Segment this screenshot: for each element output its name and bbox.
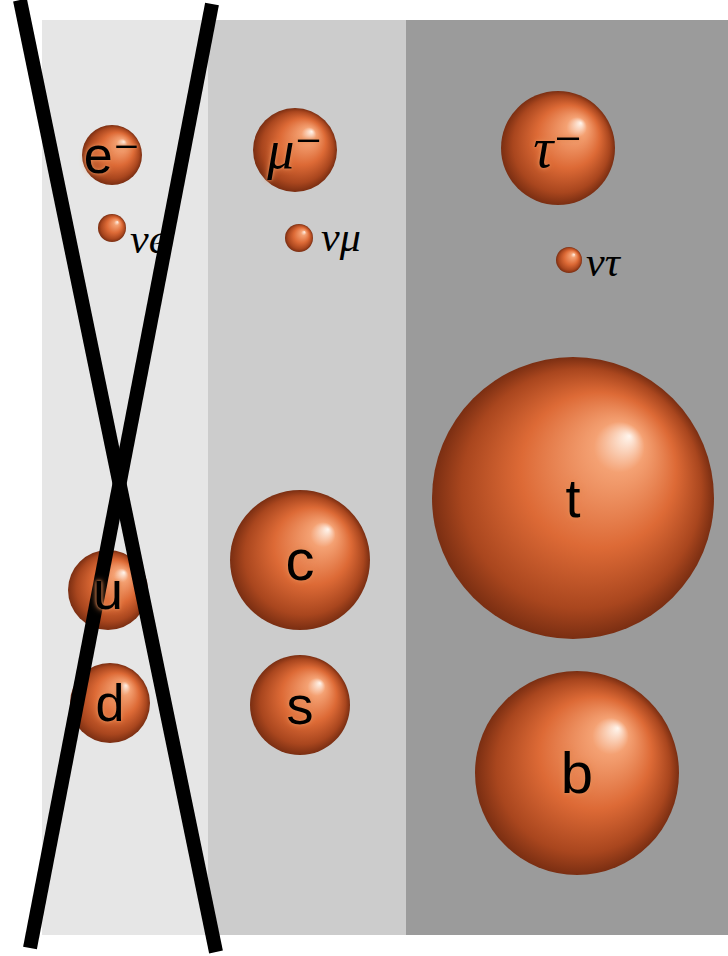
particle-ball: τ⁻ bbox=[501, 91, 615, 205]
particle-ball: s bbox=[250, 655, 350, 755]
generation-band bbox=[208, 20, 406, 935]
generation-band bbox=[42, 20, 208, 935]
ball-surface bbox=[501, 91, 615, 205]
particle-symbol: c bbox=[230, 490, 370, 630]
particle-ball: u bbox=[68, 550, 148, 630]
ball-surface bbox=[98, 214, 126, 242]
particle-symbol: μ⁻ bbox=[253, 108, 337, 192]
particle-ball: μ⁻ bbox=[253, 108, 337, 192]
particle-symbol: t bbox=[432, 357, 714, 639]
ball-surface bbox=[285, 224, 313, 252]
particle-symbol: d bbox=[70, 663, 150, 743]
particle-symbol: u bbox=[68, 550, 148, 630]
ball-surface bbox=[432, 357, 714, 639]
particle-ball: νe bbox=[98, 214, 170, 242]
neutrino-symbol: νμ bbox=[321, 214, 361, 260]
particle-ball: t bbox=[432, 357, 714, 639]
particle-symbol: τ⁻ bbox=[501, 91, 615, 205]
particle-ball: e⁻ bbox=[82, 125, 142, 185]
particle-symbol: e⁻ bbox=[82, 125, 142, 185]
particle-ball: c bbox=[230, 490, 370, 630]
ball-shape bbox=[556, 247, 582, 273]
particle-symbol: s bbox=[250, 655, 350, 755]
neutrino-symbol: νe bbox=[130, 216, 167, 262]
ball-surface bbox=[82, 125, 142, 185]
cross-line bbox=[30, 4, 212, 948]
cross-line bbox=[20, 0, 216, 952]
ball-surface bbox=[68, 550, 148, 630]
ball-surface bbox=[253, 108, 337, 192]
ball-shape bbox=[98, 214, 126, 242]
particle-ball: ντ bbox=[556, 247, 622, 273]
ball-surface bbox=[556, 247, 582, 273]
particle-ball: b bbox=[475, 671, 679, 875]
ball-surface bbox=[475, 671, 679, 875]
ball-shape bbox=[285, 224, 313, 252]
ball-surface bbox=[250, 655, 350, 755]
particle-symbol: b bbox=[475, 671, 679, 875]
particle-ball: νμ bbox=[285, 224, 363, 252]
particle-ball: d bbox=[70, 663, 150, 743]
neutrino-symbol: ντ bbox=[586, 239, 620, 285]
generation-band bbox=[406, 20, 728, 935]
ball-surface bbox=[70, 663, 150, 743]
ball-surface bbox=[230, 490, 370, 630]
